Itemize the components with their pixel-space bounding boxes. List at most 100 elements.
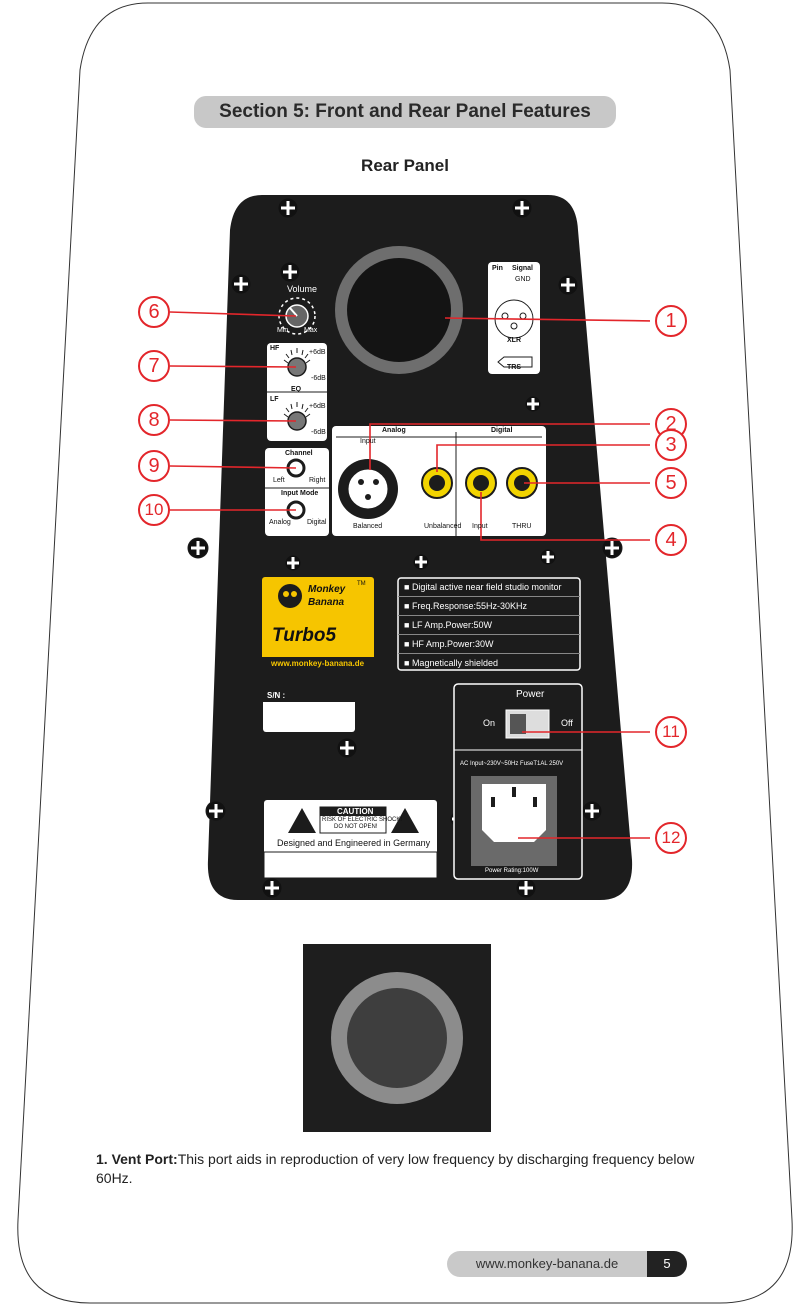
callout-line-7	[169, 365, 297, 368]
turbo-label: Turbo5	[272, 625, 337, 646]
callout-line-8	[169, 419, 297, 422]
vent-port-description: 1. Vent Port:This port aids in reproduct…	[96, 1150, 716, 1188]
lf-label: LF	[270, 396, 279, 403]
analog-mode-label: Analog	[269, 519, 291, 526]
designed-label: Designed and Engineered in Germany	[277, 838, 431, 848]
screw-icon	[230, 273, 252, 295]
section-title: Section 5: Front and Rear Panel Features	[194, 96, 616, 128]
callout-line-2	[369, 423, 650, 470]
rear-panel-title: Rear Panel	[361, 156, 449, 175]
callout-11: 11	[655, 716, 687, 748]
signal-label: Signal	[512, 265, 534, 272]
thru-label: THRU	[512, 523, 532, 530]
callout-7: 7	[138, 350, 170, 382]
unbalanced-label: Unbalanced	[424, 523, 462, 530]
channel-box	[265, 448, 329, 536]
callout-8: 8	[138, 404, 170, 436]
lf-minus-label: -6dB	[311, 429, 326, 436]
power-label: Power	[516, 689, 545, 700]
spec-box	[397, 577, 581, 671]
spec-list: ■ Digital active near field studio monit…	[398, 578, 580, 672]
screw-icon	[284, 554, 302, 572]
eq-label: EQ	[291, 386, 302, 393]
pin-label: Pin	[492, 265, 503, 272]
power-rating-label: Power Rating:100W	[485, 868, 539, 874]
volume-label: Volume	[287, 284, 318, 294]
lf-plus-label: +6dB	[309, 403, 326, 410]
page-number: 5	[647, 1251, 687, 1277]
logo-url: www.monkey-banana.de	[271, 659, 365, 668]
screw-icon	[557, 274, 579, 296]
left-label: Left	[273, 477, 285, 484]
caution-line2: DO NOT OPEN!	[334, 824, 378, 830]
screw-icon	[524, 395, 542, 413]
ac-input-label: AC Input~230V~50Hz FuseT1AL 250V	[460, 761, 564, 767]
callout-3: 3	[655, 429, 687, 461]
footer-url: www.monkey-banana.de	[447, 1251, 647, 1277]
vent-port-hole	[347, 258, 451, 362]
screw-icon	[187, 537, 209, 559]
callout-line-4	[480, 492, 650, 541]
screw-icon	[581, 800, 603, 822]
analog-input-label: Input	[360, 438, 376, 445]
logo-line2: Banana	[308, 597, 345, 608]
screw-icon	[336, 737, 358, 759]
callout-line-6	[169, 311, 297, 317]
screw-icon	[412, 553, 430, 571]
logo-tm: TM	[357, 581, 366, 587]
pin-diagram-box	[488, 262, 540, 374]
screw-icon	[601, 537, 623, 559]
callout-line-1	[444, 317, 650, 322]
screw-icon	[511, 197, 533, 219]
callout-9: 9	[138, 450, 170, 482]
description-text: This port aids in reproduction of very l…	[96, 1151, 695, 1186]
right-label: Right	[309, 477, 326, 484]
spec-item: ■ HF Amp.Power:30W	[398, 635, 580, 654]
callout-4: 4	[655, 524, 687, 556]
off-label: Off	[561, 718, 573, 728]
spec-item: ■ LF Amp.Power:50W	[398, 616, 580, 635]
hf-label: HF	[270, 345, 280, 352]
callout-1: 1	[655, 305, 687, 337]
channel-label: Channel	[285, 450, 313, 457]
callout-line-9	[169, 465, 297, 469]
description-term: Vent Port:	[111, 1151, 178, 1167]
input-mode-label: Input Mode	[281, 490, 319, 497]
hf-plus-label: +6dB	[309, 349, 326, 356]
screw-icon	[515, 877, 537, 899]
on-label: On	[483, 718, 496, 728]
rear-panel-diagram	[169, 195, 650, 900]
screw-icon	[277, 197, 299, 219]
spec-item: ■ Freq.Response:55Hz-30KHz	[398, 597, 580, 616]
callout-5: 5	[655, 467, 687, 499]
callout-6: 6	[138, 296, 170, 328]
screw-icon	[205, 800, 227, 822]
caution-line1: RISK OF ELECTRIC SHOCK!	[322, 817, 403, 823]
description-number: 1.	[96, 1151, 108, 1167]
spec-item: ■ Magnetically shielded	[404, 658, 498, 668]
screw-icon	[261, 877, 283, 899]
logo-line1: Monkey	[308, 584, 346, 595]
trs-label: TRS	[507, 364, 521, 371]
analog-section-label: Analog	[382, 427, 406, 434]
vent-port-photo	[303, 944, 491, 1132]
min-label: Min	[277, 327, 289, 334]
sn-label: S/N :	[267, 691, 286, 700]
callout-12: 12	[655, 822, 687, 854]
hf-minus-label: -6dB	[311, 375, 326, 382]
xlr-label: XLR	[507, 337, 521, 344]
gnd-label: GND	[515, 276, 531, 283]
screw-icon	[539, 548, 557, 566]
callout-line-3	[436, 444, 650, 472]
digital-input-label: Input	[472, 523, 488, 530]
caution-label: CAUTION	[337, 807, 374, 816]
balanced-label: Balanced	[353, 523, 383, 530]
spec-item: ■ Digital active near field studio monit…	[398, 578, 580, 597]
vent-port-hole	[347, 988, 447, 1088]
max-label: Max	[304, 327, 318, 334]
screw-icon	[279, 261, 301, 283]
footer: www.monkey-banana.de 5	[447, 1251, 687, 1277]
digital-mode-label: Digital	[307, 519, 327, 526]
digital-section-label: Digital	[491, 427, 513, 434]
